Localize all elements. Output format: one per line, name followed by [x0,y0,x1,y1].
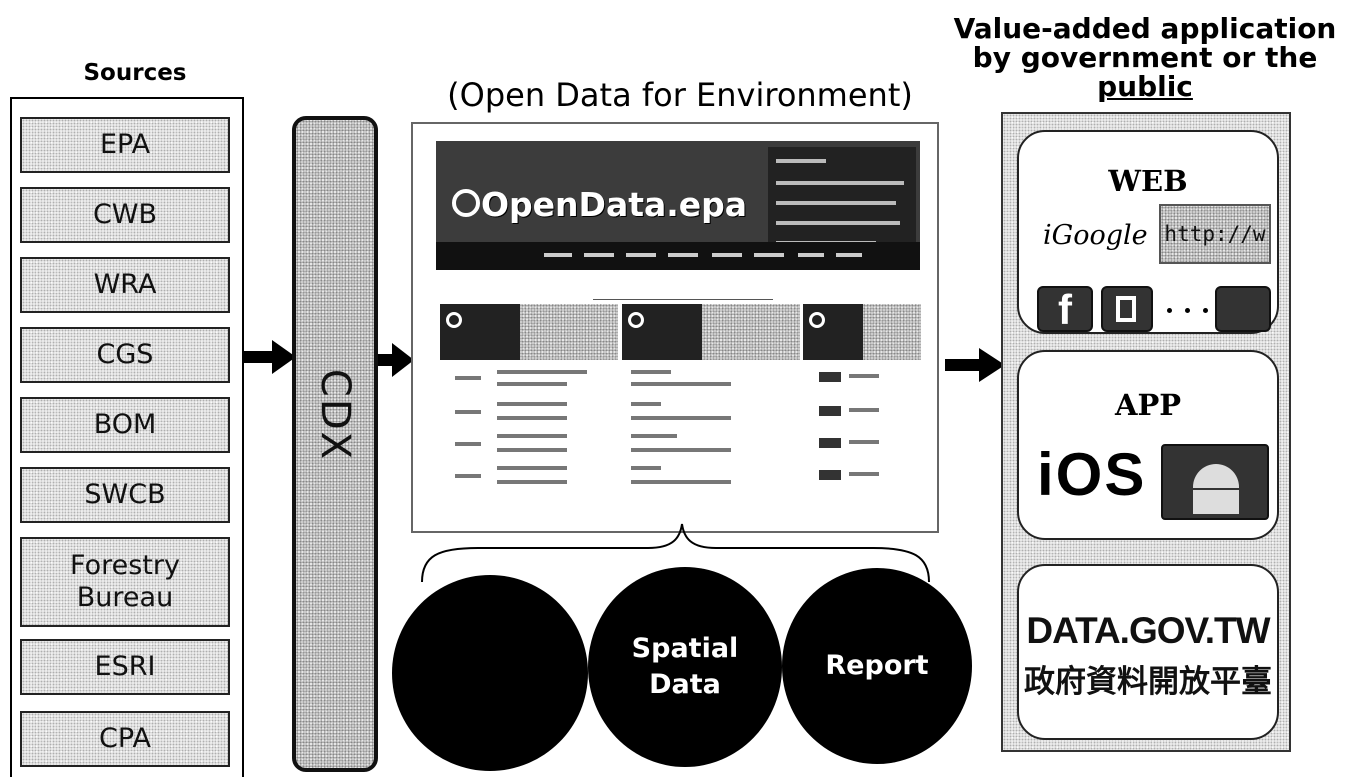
data-gov-title: DATA.GOV.TW [1026,610,1270,651]
sources-panel: EPA CWB WRA CGS BOM SWCB Forestry Bureau… [10,97,244,777]
website-nav-bar [436,242,920,270]
arrow-website-to-applications [945,348,1005,382]
source-label: WRA [93,269,157,300]
opendata-logo-icon [452,189,480,217]
cdx-label: CDX [312,368,358,462]
source-label: CWB [92,199,158,230]
website-search-bar [593,287,773,300]
source-label: CGS [96,339,154,370]
value-added-line2: by government or the [972,41,1318,74]
source-label: SWCB [84,479,166,510]
source-label: EPA [99,129,151,160]
source-label: CPA [99,723,151,754]
source-cwb: CWB [20,187,230,243]
curly-brace [421,523,930,583]
source-bom: BOM [20,397,230,453]
ellipsis-icon [1167,308,1213,314]
ios-logo: iOS [1037,441,1147,508]
facebook-icon: f [1037,286,1093,332]
http-label: http://w [1164,222,1266,246]
arrow-cdx-to-website [378,343,414,377]
output-circle-1 [392,575,588,771]
web-title: WEB [1108,164,1188,198]
igoogle-logo: iGoogle [1043,220,1148,251]
value-added-heading: Value-added application by government or… [945,14,1345,101]
applications-panel: WEB iGoogle http://w f APP iOS DATA.GOV.… [1001,112,1291,752]
android-icon [1161,444,1269,520]
source-cgs: CGS [20,327,230,383]
source-label: BOM [93,409,157,440]
source-cpa: CPA [20,711,230,767]
output-circle-spatial-data: Spatial Data [588,567,782,767]
http-badge: http://w [1159,204,1271,264]
plurk-icon [1101,286,1153,332]
arrow-sources-to-cdx [244,340,296,374]
value-added-line3: public [1097,70,1193,103]
data-gov-subtitle: 政府資料開放平臺 [1024,664,1272,699]
output-label: Report [825,650,929,681]
app-card: APP iOS [1017,350,1279,540]
website-logo-text: OpenData.epa [481,185,748,224]
open-data-heading: (Open Data for Environment) [447,76,913,114]
web-card: WEB iGoogle http://w f [1017,130,1279,334]
source-forestry-bureau: Forestry Bureau [20,537,230,627]
source-label: Forestry Bureau [70,550,180,613]
feature-tile-3 [803,304,921,360]
source-epa: EPA [20,117,230,173]
source-esri: ESRI [20,639,230,695]
data-gov-card: DATA.GOV.TW 政府資料開放平臺 [1017,564,1279,740]
opendata-website-screenshot: OpenData.epa [411,122,939,533]
app-title: APP [1114,388,1182,422]
source-wra: WRA [20,257,230,313]
output-circle-report: Report [782,568,972,764]
source-swcb: SWCB [20,467,230,523]
value-added-line1: Value-added application [953,12,1337,45]
sources-heading: Sources [83,60,187,86]
feature-tile-1 [440,304,618,360]
twitter-icon [1215,286,1271,332]
output-label: Spatial Data [631,633,739,700]
cdx-column: CDX [292,116,378,772]
source-label: ESRI [94,651,156,682]
feature-tile-2 [622,304,800,360]
